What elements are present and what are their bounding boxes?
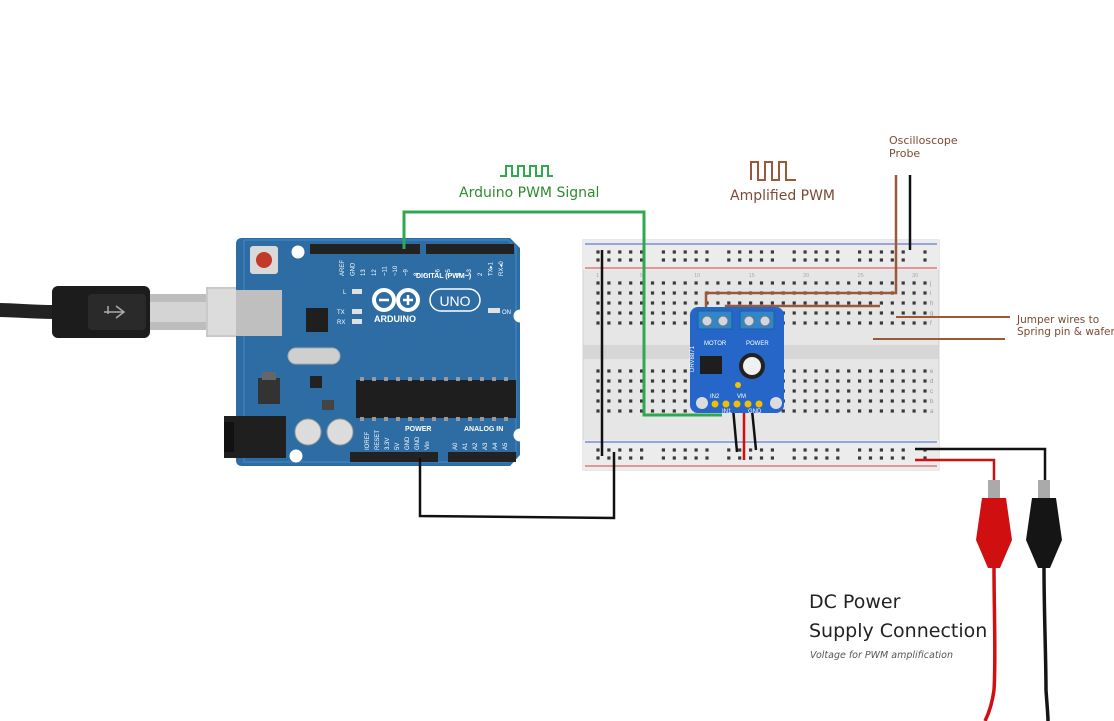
- power-pin-label-6: Vin: [425, 441, 431, 450]
- digital-pin-label-0: AREF: [340, 260, 346, 276]
- analog-header-label: ANALOG IN: [464, 426, 503, 433]
- digital-pin-label-12: ~3: [467, 268, 473, 276]
- analog-pin-label-3: A3: [483, 442, 489, 450]
- amplified-pwm-wire-1: [704, 175, 898, 318]
- breadboard-row-letter-9: j: [929, 281, 931, 287]
- arduino-uno-board: ARDUINO UNO DIGITAL (PWM~) POWER ANALOG …: [224, 238, 527, 466]
- digital-pin-label-6: ~9: [404, 268, 410, 276]
- digital-pin-label-2: 13: [361, 269, 367, 276]
- drv8871-motor-driver: DRV8871 MOTOR POWER IN2 IN1 VM GND: [690, 307, 784, 415]
- digital-pin-label-13: 2: [478, 272, 484, 276]
- dc-title-line1: DC Power: [809, 591, 901, 613]
- power-pin-label-2: 3.3V: [385, 438, 391, 450]
- breadboard-column-number-4: 20: [803, 273, 809, 279]
- probe-label-line2: Probe: [889, 146, 921, 160]
- breadboard-column-number-0: 1: [596, 273, 599, 279]
- breadboard-row-letter-0: a: [930, 409, 934, 415]
- power-pin-label-5: GND: [415, 436, 421, 450]
- breadboard-row-letter-2: c: [930, 389, 933, 395]
- black-alligator-clip: [1026, 480, 1062, 721]
- analog-pin-label-5: A5: [503, 442, 509, 450]
- digital-pin-labels: AREF GND 13 12 ~11 ~10 ~9 8 7 ~6 ~5 4 ~3 2 TX▸1 RX◂0: [340, 260, 505, 276]
- breadboard-row-letter-6: g: [930, 311, 933, 317]
- power-pin-label-1: RESET: [375, 430, 381, 450]
- breadboard-column-number-1: 5: [640, 273, 643, 279]
- driver-in2-label: IN2: [710, 394, 720, 400]
- supply-red-wire: [915, 458, 996, 480]
- driver-gnd-wire-2: [750, 409, 758, 451]
- jumper-label-line2: Spring pin & wafer: [1017, 326, 1114, 339]
- power-supply-clips: [976, 480, 1062, 721]
- analog-pin-labels: A0 A1 A2 A3 A4 A5: [453, 442, 509, 450]
- digital-header-label: DIGITAL (PWM~): [416, 273, 471, 280]
- digital-pin-label-4: ~11: [382, 266, 388, 276]
- driver-part-text: DRV8871: [690, 345, 696, 372]
- oscilloscope-probe-label: Oscilloscope Probe: [889, 134, 958, 160]
- digital-pin-label-8: 7: [425, 272, 431, 276]
- rx-led-label: RX: [337, 320, 345, 326]
- arduino-logo-text: ARDUINO: [374, 314, 416, 324]
- jumper-wires-label: Jumper wires to Spring pin & wafer: [1017, 314, 1114, 338]
- breadboard-column-number-3: 15: [749, 273, 755, 279]
- driver-motor-label: MOTOR: [704, 341, 727, 347]
- l-led-label: L: [343, 290, 347, 296]
- probe-label-line1: Oscilloscope: [889, 134, 958, 147]
- driver-power-label: POWER: [746, 341, 769, 347]
- breadboard-column-number-5: 25: [858, 273, 864, 279]
- red-alligator-clip: [976, 480, 1012, 721]
- digital-pin-label-7: 8: [414, 272, 420, 276]
- amplified-pwm-label: Amplified PWM: [730, 188, 836, 204]
- power-pin-labels: IOREF RESET 3.3V 5V GND GND Vin: [365, 430, 431, 450]
- on-led-label: ON: [502, 310, 511, 316]
- breadboard-row-letter-4: e: [930, 369, 934, 375]
- breadboard-row-letter-1: b: [930, 399, 934, 405]
- digital-pin-label-15: RX◂0: [499, 261, 505, 276]
- dc-power-caption: Voltage for PWM amplification: [810, 650, 954, 661]
- digital-pin-label-3: 12: [372, 269, 378, 276]
- digital-pin-label-1: GND: [351, 262, 357, 276]
- breadboard-column-number-2: 10: [694, 273, 700, 279]
- power-pin-label-4: GND: [405, 436, 411, 450]
- breadboard-row-letter-8: i: [930, 291, 931, 297]
- power-pin-label-0: IOREF: [365, 431, 371, 450]
- pwm-signal-label: Arduino PWM Signal: [459, 185, 600, 201]
- digital-pin-label-14: TX▸1: [488, 261, 494, 276]
- analog-pin-label-2: A2: [473, 442, 479, 450]
- breadboard-row-letter-7: h: [930, 301, 933, 307]
- driver-in1-label: IN1: [722, 409, 732, 415]
- amplified-square-wave-icon: [750, 161, 796, 181]
- breadboard-row-letter-3: d: [930, 379, 933, 385]
- analog-pin-label-1: A1: [463, 442, 469, 450]
- pwm-square-wave-icon: [500, 165, 553, 177]
- power-header-label: POWER: [405, 426, 431, 433]
- driver-gnd-wire: [731, 407, 739, 453]
- analog-pin-label-0: A0: [453, 442, 459, 450]
- supply-black-wire: [915, 447, 1047, 480]
- power-pin-label-3: 5V: [395, 443, 401, 450]
- uno-text: UNO: [439, 293, 470, 309]
- arduino-logo-icon: [372, 288, 420, 312]
- digital-pin-label-10: ~5: [446, 268, 452, 276]
- gnd-wire-arduino-to-breadboard: [418, 452, 616, 520]
- digital-pin-label-11: 4: [457, 272, 463, 276]
- driver-vm-label: VM: [737, 394, 746, 400]
- wires: [402, 175, 1047, 520]
- breadboard-column-number-6: 30: [912, 273, 918, 279]
- dc-power-title: DC Power Supply Connection: [809, 588, 987, 645]
- dc-title-line2: Supply Connection: [809, 619, 988, 642]
- jumper-label-line1: Jumper wires to: [1017, 314, 1100, 326]
- analog-pin-label-4: A4: [493, 442, 499, 450]
- tx-led-label: TX: [337, 310, 345, 316]
- driver-gnd-label: GND: [748, 409, 762, 415]
- breadboard-row-letter-5: f: [930, 321, 932, 327]
- pwm-signal-wire: [402, 210, 722, 417]
- digital-pin-label-5: ~10: [393, 265, 399, 276]
- digital-pin-label-9: ~6: [435, 268, 441, 276]
